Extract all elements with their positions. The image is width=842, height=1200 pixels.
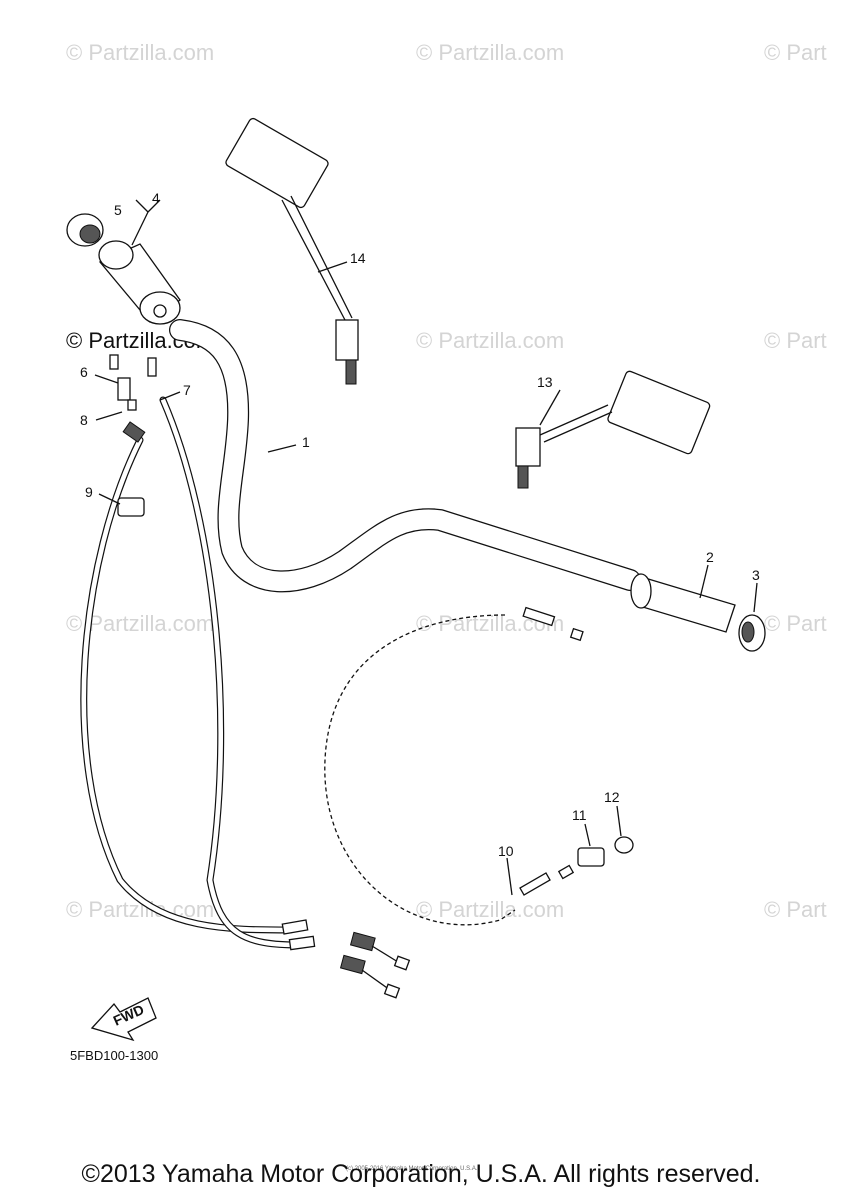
callout-14: 14 xyxy=(350,250,366,266)
callout-12: 12 xyxy=(604,789,620,805)
left-mirror xyxy=(225,117,359,385)
forward-arrow-icon: FWD xyxy=(90,997,157,1042)
diagram-code: 5FBD100-1300 xyxy=(70,1048,158,1063)
bar-end xyxy=(66,213,104,247)
callout-3: 3 xyxy=(752,567,760,583)
watermark: © Partzilla.com xyxy=(416,40,564,65)
callout-2: 2 xyxy=(706,549,714,565)
watermark: © Part xyxy=(764,40,827,65)
handlebar xyxy=(169,319,641,593)
cables xyxy=(80,396,516,949)
callout-5: 5 xyxy=(114,202,122,218)
callouts: 1 2 3 4 5 6 7 8 9 10 11 12 13 14 xyxy=(80,190,760,859)
small-parts xyxy=(109,354,634,896)
right-mirror xyxy=(515,370,711,489)
watermark: © Partzilla.com xyxy=(416,897,564,922)
callout-8: 8 xyxy=(80,412,88,428)
watermark-layer: © Partzilla.com © Partzilla.com © Part ©… xyxy=(66,40,827,922)
copyright-footer: ©2013 Yamaha Motor Corporation, U.S.A. A… xyxy=(81,1160,761,1188)
watermark: © Part xyxy=(764,897,827,922)
callout-6: 6 xyxy=(80,364,88,380)
callout-4: 4 xyxy=(152,190,160,206)
callout-11: 11 xyxy=(572,807,587,823)
watermark: © Partzilla.com xyxy=(416,328,564,353)
callout-7: 7 xyxy=(183,382,191,398)
fine-print: (c) 2005-2016 Yamaha Motor Corporation, … xyxy=(346,1166,478,1172)
left-grip xyxy=(98,240,181,325)
callout-10: 10 xyxy=(498,843,514,859)
callout-9: 9 xyxy=(85,484,93,500)
watermark: © Part xyxy=(764,611,827,636)
callout-13: 13 xyxy=(537,374,553,390)
watermark: © Part xyxy=(764,328,827,353)
leader-lines xyxy=(94,199,758,896)
right-grip xyxy=(630,573,766,652)
watermark: © Partzilla.com xyxy=(66,40,214,65)
callout-1: 1 xyxy=(302,434,310,450)
cable-ends xyxy=(281,606,584,999)
